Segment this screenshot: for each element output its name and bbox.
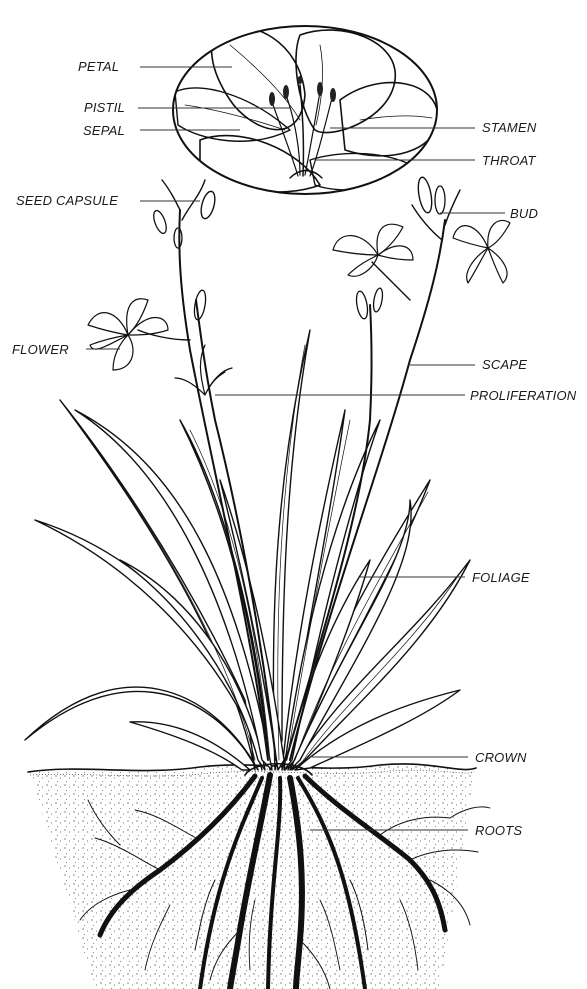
flower-left (88, 299, 168, 370)
label-throat: THROAT (482, 153, 537, 168)
plant-flowers (88, 220, 510, 370)
label-foliage: FOLIAGE (472, 570, 530, 585)
buds (151, 176, 445, 395)
label-bud: BUD (510, 206, 538, 221)
flower-closeup-inset (170, 25, 440, 200)
bud-pod (416, 176, 434, 214)
label-seed-capsule: SEED CAPSULE (16, 193, 118, 208)
seed-capsule-pod (199, 190, 218, 220)
flower-upper-right-1 (333, 224, 413, 276)
flower-upper-right-2 (453, 220, 510, 283)
label-crown: CROWN (475, 750, 527, 765)
label-roots: ROOTS (475, 823, 522, 838)
label-sepal: SEPAL (83, 123, 125, 138)
label-petal: PETAL (78, 59, 119, 74)
label-proliferation: PROLIFERATION (470, 388, 577, 403)
label-flower: FLOWER (12, 342, 69, 357)
label-pistil: PISTIL (84, 100, 125, 115)
label-stamen: STAMEN (482, 120, 537, 135)
foliage (25, 330, 470, 770)
label-scape: SCAPE (482, 357, 527, 372)
